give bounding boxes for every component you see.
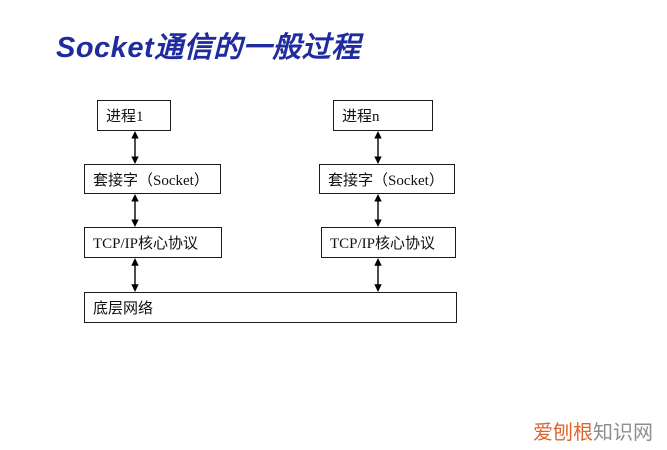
double-arrow-icon-tcpip-network-left xyxy=(129,258,141,292)
box-socket-left: 套接字（Socket） xyxy=(84,164,221,194)
box-socket-right-label: 套接字（Socket） xyxy=(328,172,444,189)
box-tcpip-right-label: TCP/IP核心协议 xyxy=(330,236,436,252)
watermark-brand: 爱刨根 xyxy=(533,422,593,444)
box-underlying-network: 底层网络 xyxy=(84,292,457,323)
box-process-1: 进程1 xyxy=(97,100,171,131)
box-process-1-label: 进程1 xyxy=(106,109,144,125)
box-socket-right: 套接字（Socket） xyxy=(319,164,455,194)
watermark: 爱刨根知识网 xyxy=(533,421,653,445)
box-underlying-network-label: 底层网络 xyxy=(93,301,154,317)
double-arrow-icon-process1-socket xyxy=(129,131,141,164)
double-arrow-icon-socket-tcpip-left xyxy=(129,194,141,227)
box-process-n: 进程n xyxy=(333,100,433,131)
page-title: Socket通信的一般过程 xyxy=(56,32,361,64)
double-arrow-icon-socket-tcpip-right xyxy=(372,194,384,227)
box-tcpip-right: TCP/IP核心协议 xyxy=(321,227,456,258)
box-socket-left-label: 套接字（Socket） xyxy=(93,172,209,189)
box-process-n-label: 进程n xyxy=(342,109,380,125)
box-tcpip-left-label: TCP/IP核心协议 xyxy=(93,236,199,252)
double-arrow-icon-tcpip-network-right xyxy=(372,258,384,292)
box-tcpip-left: TCP/IP核心协议 xyxy=(84,227,222,258)
double-arrow-icon-processn-socket xyxy=(372,131,384,164)
watermark-suffix: 知识网 xyxy=(593,422,653,444)
